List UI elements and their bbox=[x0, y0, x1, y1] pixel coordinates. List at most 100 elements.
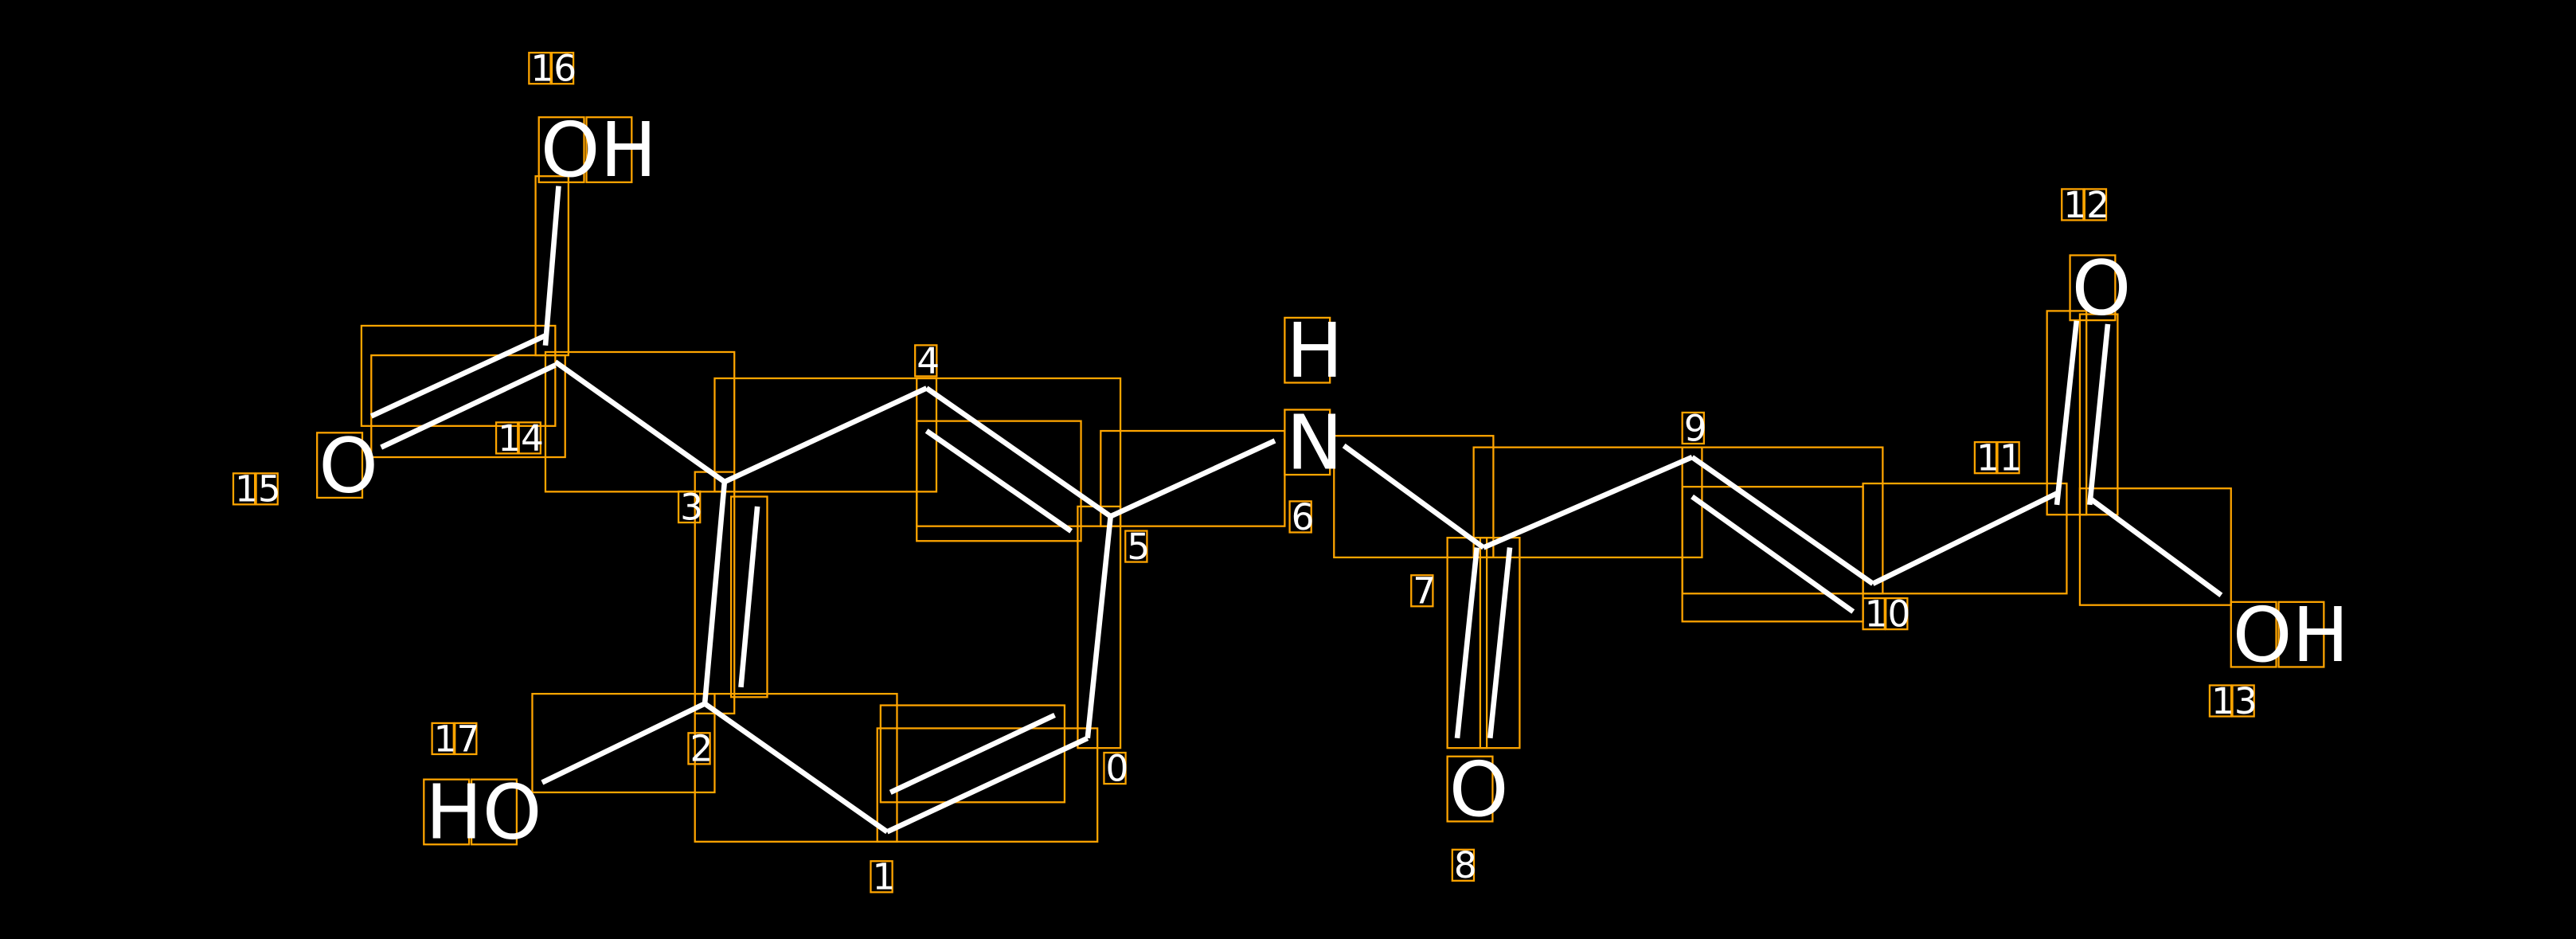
bond-10-11 bbox=[1871, 491, 2058, 586]
char-bounding-box bbox=[2208, 684, 2233, 718]
atom-index-17: 17 bbox=[434, 718, 480, 760]
atom-label-8: O bbox=[1449, 746, 1509, 834]
char-bounding-box bbox=[2277, 601, 2325, 668]
char-bounding-box bbox=[431, 722, 455, 756]
bond-bounding-box bbox=[729, 495, 768, 698]
bond-5-0 bbox=[1085, 515, 1113, 739]
char-bounding-box bbox=[1288, 500, 1312, 534]
char-bounding-box bbox=[914, 344, 938, 378]
bond-5-6 bbox=[1109, 438, 1276, 519]
atom-index-14: 14 bbox=[498, 417, 544, 460]
atom-index-2: 2 bbox=[690, 728, 713, 770]
atom-label-12: O bbox=[2072, 245, 2132, 333]
bond-bounding-box bbox=[360, 324, 557, 427]
atom-label-16: OH bbox=[541, 107, 657, 194]
char-bounding-box bbox=[2231, 684, 2255, 718]
bond-line-inner bbox=[2087, 323, 2111, 506]
char-bounding-box bbox=[518, 421, 541, 455]
char-bounding-box bbox=[1681, 411, 1705, 445]
atom-index-15: 15 bbox=[235, 468, 281, 511]
bond-line bbox=[885, 735, 1089, 835]
atom-index-10: 10 bbox=[1865, 593, 1911, 636]
char-bounding-box bbox=[1996, 440, 2020, 475]
bond-7-9 bbox=[1482, 454, 1694, 550]
atom-label-17: HO bbox=[425, 769, 541, 857]
bond-line-inner bbox=[1487, 547, 1513, 739]
char-bounding-box bbox=[232, 472, 256, 506]
char-bounding-box bbox=[1973, 440, 1998, 475]
char-bounding-box bbox=[1284, 316, 1331, 384]
bond-11-12 bbox=[2054, 320, 2111, 506]
char-bounding-box bbox=[677, 490, 702, 524]
bond-14-15 bbox=[369, 333, 557, 450]
char-bounding-box bbox=[1410, 574, 1434, 608]
char-bounding-box bbox=[423, 778, 471, 846]
bond-line bbox=[541, 701, 706, 785]
bond-bounding-box bbox=[1100, 429, 1286, 527]
atom-index-3: 3 bbox=[680, 486, 703, 528]
bond-line bbox=[553, 359, 726, 484]
bond-line bbox=[1482, 454, 1694, 550]
bond-2-3 bbox=[702, 481, 760, 704]
bond-11-13 bbox=[2088, 495, 2223, 597]
char-bounding-box bbox=[494, 421, 519, 455]
bond-0-1 bbox=[885, 712, 1089, 835]
bond-line bbox=[1085, 515, 1113, 739]
char-bounding-box bbox=[1103, 751, 1127, 785]
bond-4-5 bbox=[924, 385, 1112, 534]
atom-index-1: 1 bbox=[873, 856, 896, 898]
char-bounding-box bbox=[454, 722, 478, 756]
char-bounding-box bbox=[1862, 597, 1886, 631]
bond-line-inner bbox=[738, 506, 760, 688]
bounding-boxes bbox=[232, 52, 2325, 894]
bond-line-inner bbox=[924, 428, 1073, 534]
bond-bounding-box bbox=[531, 692, 716, 794]
bond-bounding-box bbox=[916, 420, 1082, 542]
bond-bounding-box bbox=[2046, 310, 2088, 516]
bond-line-inner bbox=[1691, 494, 1855, 614]
bond-line-inner bbox=[889, 712, 1056, 795]
bond-bounding-box bbox=[879, 704, 1066, 804]
atom-index-9: 9 bbox=[1684, 407, 1707, 449]
bond-bounding-box bbox=[876, 727, 1099, 843]
bond-line bbox=[369, 333, 547, 419]
bond-bounding-box bbox=[1862, 482, 2068, 595]
bonds bbox=[369, 186, 2223, 835]
atom-hydrogen-6: H bbox=[1286, 307, 1343, 395]
atom-index-13: 13 bbox=[2211, 680, 2257, 722]
char-bounding-box bbox=[255, 472, 279, 506]
atom-index-12: 12 bbox=[2063, 184, 2109, 226]
atom-index-8: 8 bbox=[1454, 844, 1477, 886]
bond-line bbox=[1871, 491, 2058, 586]
bond-bounding-box bbox=[544, 350, 736, 493]
bond-bounding-box bbox=[370, 354, 566, 459]
char-bounding-box bbox=[1885, 597, 1909, 631]
atom-index-11: 11 bbox=[1976, 437, 2023, 479]
bond-6-7 bbox=[1342, 443, 1485, 550]
bond-line bbox=[2088, 495, 2223, 597]
bond-line bbox=[1691, 455, 1874, 586]
char-bounding-box bbox=[1284, 409, 1331, 476]
bond-line bbox=[1454, 547, 1480, 739]
atom-index-7: 7 bbox=[1413, 570, 1436, 612]
atom-index-0: 0 bbox=[1105, 747, 1128, 789]
char-bounding-box bbox=[550, 52, 575, 85]
char-bounding-box bbox=[870, 860, 893, 894]
char-bounding-box bbox=[2230, 601, 2277, 668]
bond-line bbox=[723, 385, 928, 484]
bond-line bbox=[702, 481, 728, 704]
atom-label-6: N bbox=[1286, 399, 1343, 487]
atom-label-15: O bbox=[319, 422, 378, 510]
bond-3-4 bbox=[723, 385, 928, 484]
bond-bounding-box bbox=[694, 692, 898, 843]
bond-line bbox=[2054, 320, 2080, 506]
bond-9-10 bbox=[1691, 455, 1874, 614]
bond-1-2 bbox=[703, 701, 889, 835]
bond-7-8 bbox=[1454, 547, 1513, 739]
char-bounding-box bbox=[585, 116, 633, 183]
bond-bounding-box bbox=[534, 175, 569, 357]
bond-3-14 bbox=[553, 359, 726, 484]
char-bounding-box bbox=[1451, 848, 1476, 882]
